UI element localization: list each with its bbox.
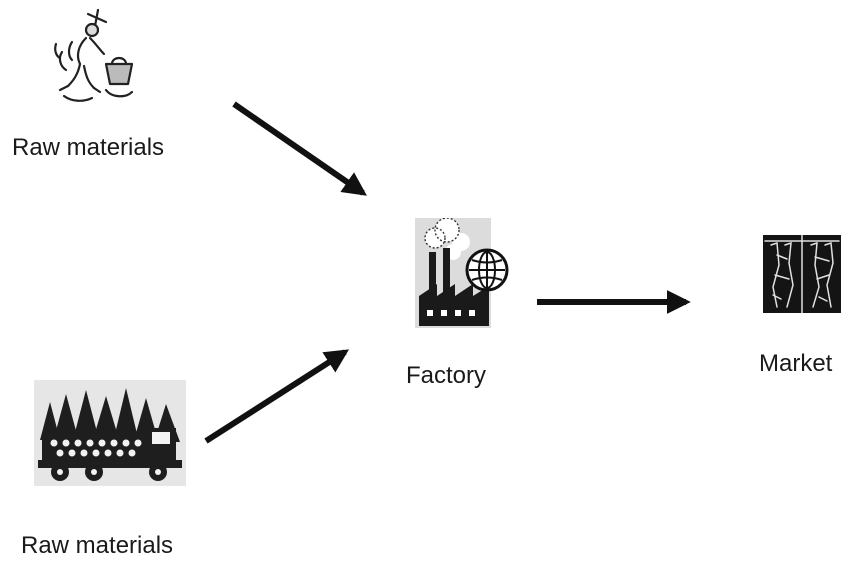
market-label: Market <box>759 350 833 377</box>
arrow-raw-top-to-factory <box>232 101 367 196</box>
logging-truck-icon <box>34 380 186 486</box>
factory-with-globe-icon <box>415 218 509 328</box>
raw-materials-bottom-label: Raw materials <box>21 532 174 559</box>
clothing-rack-icon <box>763 235 841 313</box>
arrow-raw-bottom-to-factory <box>204 349 350 444</box>
miner-with-pickaxe-icon <box>54 8 134 102</box>
factory-label: Factory <box>406 362 487 389</box>
raw-materials-top-label: Raw materials <box>12 134 165 161</box>
